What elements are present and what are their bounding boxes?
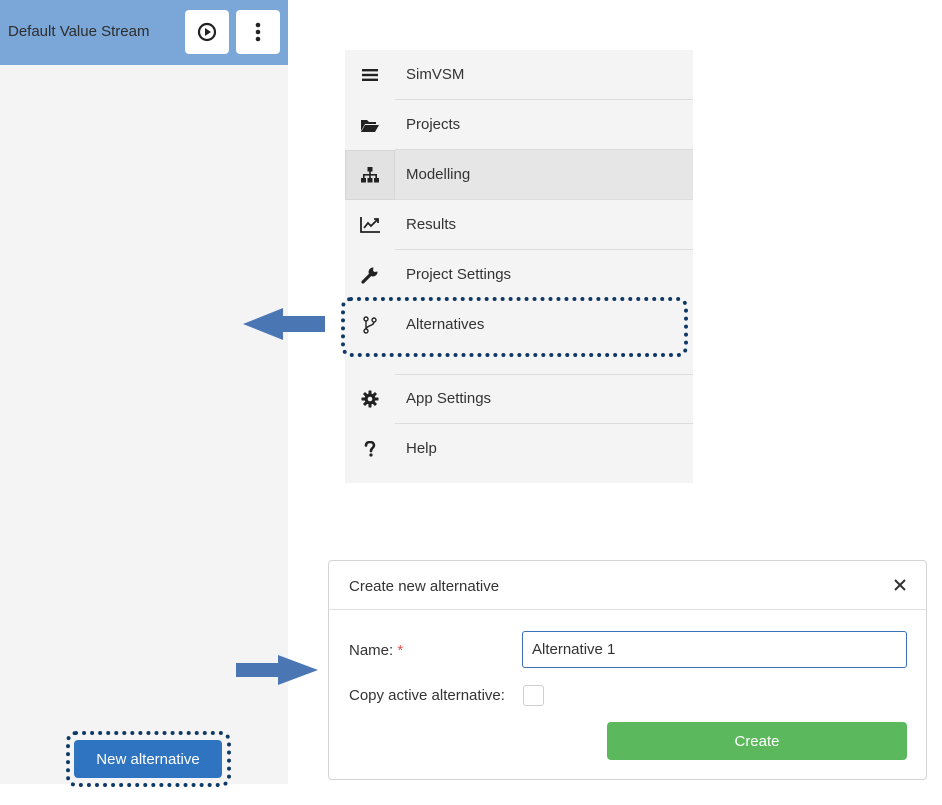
name-label: Name: * <box>349 642 404 659</box>
create-alternative-dialog: Create new alternative Name: * Copy acti… <box>328 560 927 780</box>
divider <box>395 374 693 375</box>
vertical-dots-icon <box>255 22 261 42</box>
value-stream-sidebar: Default Value Stream <box>0 0 288 784</box>
copy-active-label: Copy active alternative: <box>349 687 505 704</box>
nav-label: Project Settings <box>406 266 512 283</box>
dialog-title: Create new alternative <box>349 578 500 595</box>
run-simulation-button[interactable] <box>185 10 229 54</box>
nav-item-modelling[interactable]: Modelling <box>345 150 693 200</box>
divider <box>395 423 693 424</box>
nav-label: Help <box>406 440 437 457</box>
nav-item-projects[interactable]: Projects <box>345 100 693 150</box>
wrench-icon <box>345 250 395 300</box>
alternative-name-input[interactable] <box>522 631 907 668</box>
nav-label: Alternatives <box>406 316 485 333</box>
left-arrow-icon <box>243 308 325 340</box>
more-options-button[interactable] <box>236 10 280 54</box>
divider <box>395 249 693 250</box>
play-circle-icon <box>197 22 217 42</box>
required-mark: * <box>397 642 404 659</box>
create-button[interactable]: Create <box>607 722 907 760</box>
line-chart-icon <box>345 200 395 250</box>
nav-item-project-settings[interactable]: Project Settings <box>345 250 693 300</box>
sitemap-icon <box>345 150 395 200</box>
hamburger-icon <box>345 50 395 100</box>
nav-label: Results <box>406 216 457 233</box>
divider <box>395 99 693 100</box>
gear-icon <box>345 374 395 424</box>
folder-open-icon <box>345 100 395 150</box>
divider <box>329 609 926 610</box>
nav-item-alternatives[interactable]: Alternatives <box>345 300 693 350</box>
divider <box>395 199 693 200</box>
branch-icon <box>345 300 395 350</box>
navigation-menu: SimVSM Projects Modelling Results Projec… <box>345 50 693 483</box>
close-icon <box>894 579 906 591</box>
nav-item-simvsm[interactable]: SimVSM <box>345 50 693 100</box>
nav-item-app-settings[interactable]: App Settings <box>345 374 693 424</box>
new-alternative-button[interactable]: New alternative <box>74 740 222 778</box>
alternatives-highlight <box>341 297 688 357</box>
right-arrow-icon <box>236 655 318 685</box>
value-stream-title: Default Value Stream <box>8 23 150 40</box>
nav-label: App Settings <box>406 390 492 407</box>
nav-item-results[interactable]: Results <box>345 200 693 250</box>
nav-label: Modelling <box>406 166 471 183</box>
nav-item-help[interactable]: Help <box>345 424 693 474</box>
divider <box>395 149 693 150</box>
close-button[interactable] <box>889 574 911 596</box>
value-stream-header: Default Value Stream <box>0 0 288 65</box>
nav-label: Projects <box>406 116 461 133</box>
copy-active-checkbox[interactable] <box>523 685 544 706</box>
nav-label: SimVSM <box>406 66 465 83</box>
new-alternative-highlight <box>66 731 231 787</box>
question-icon <box>345 424 395 474</box>
